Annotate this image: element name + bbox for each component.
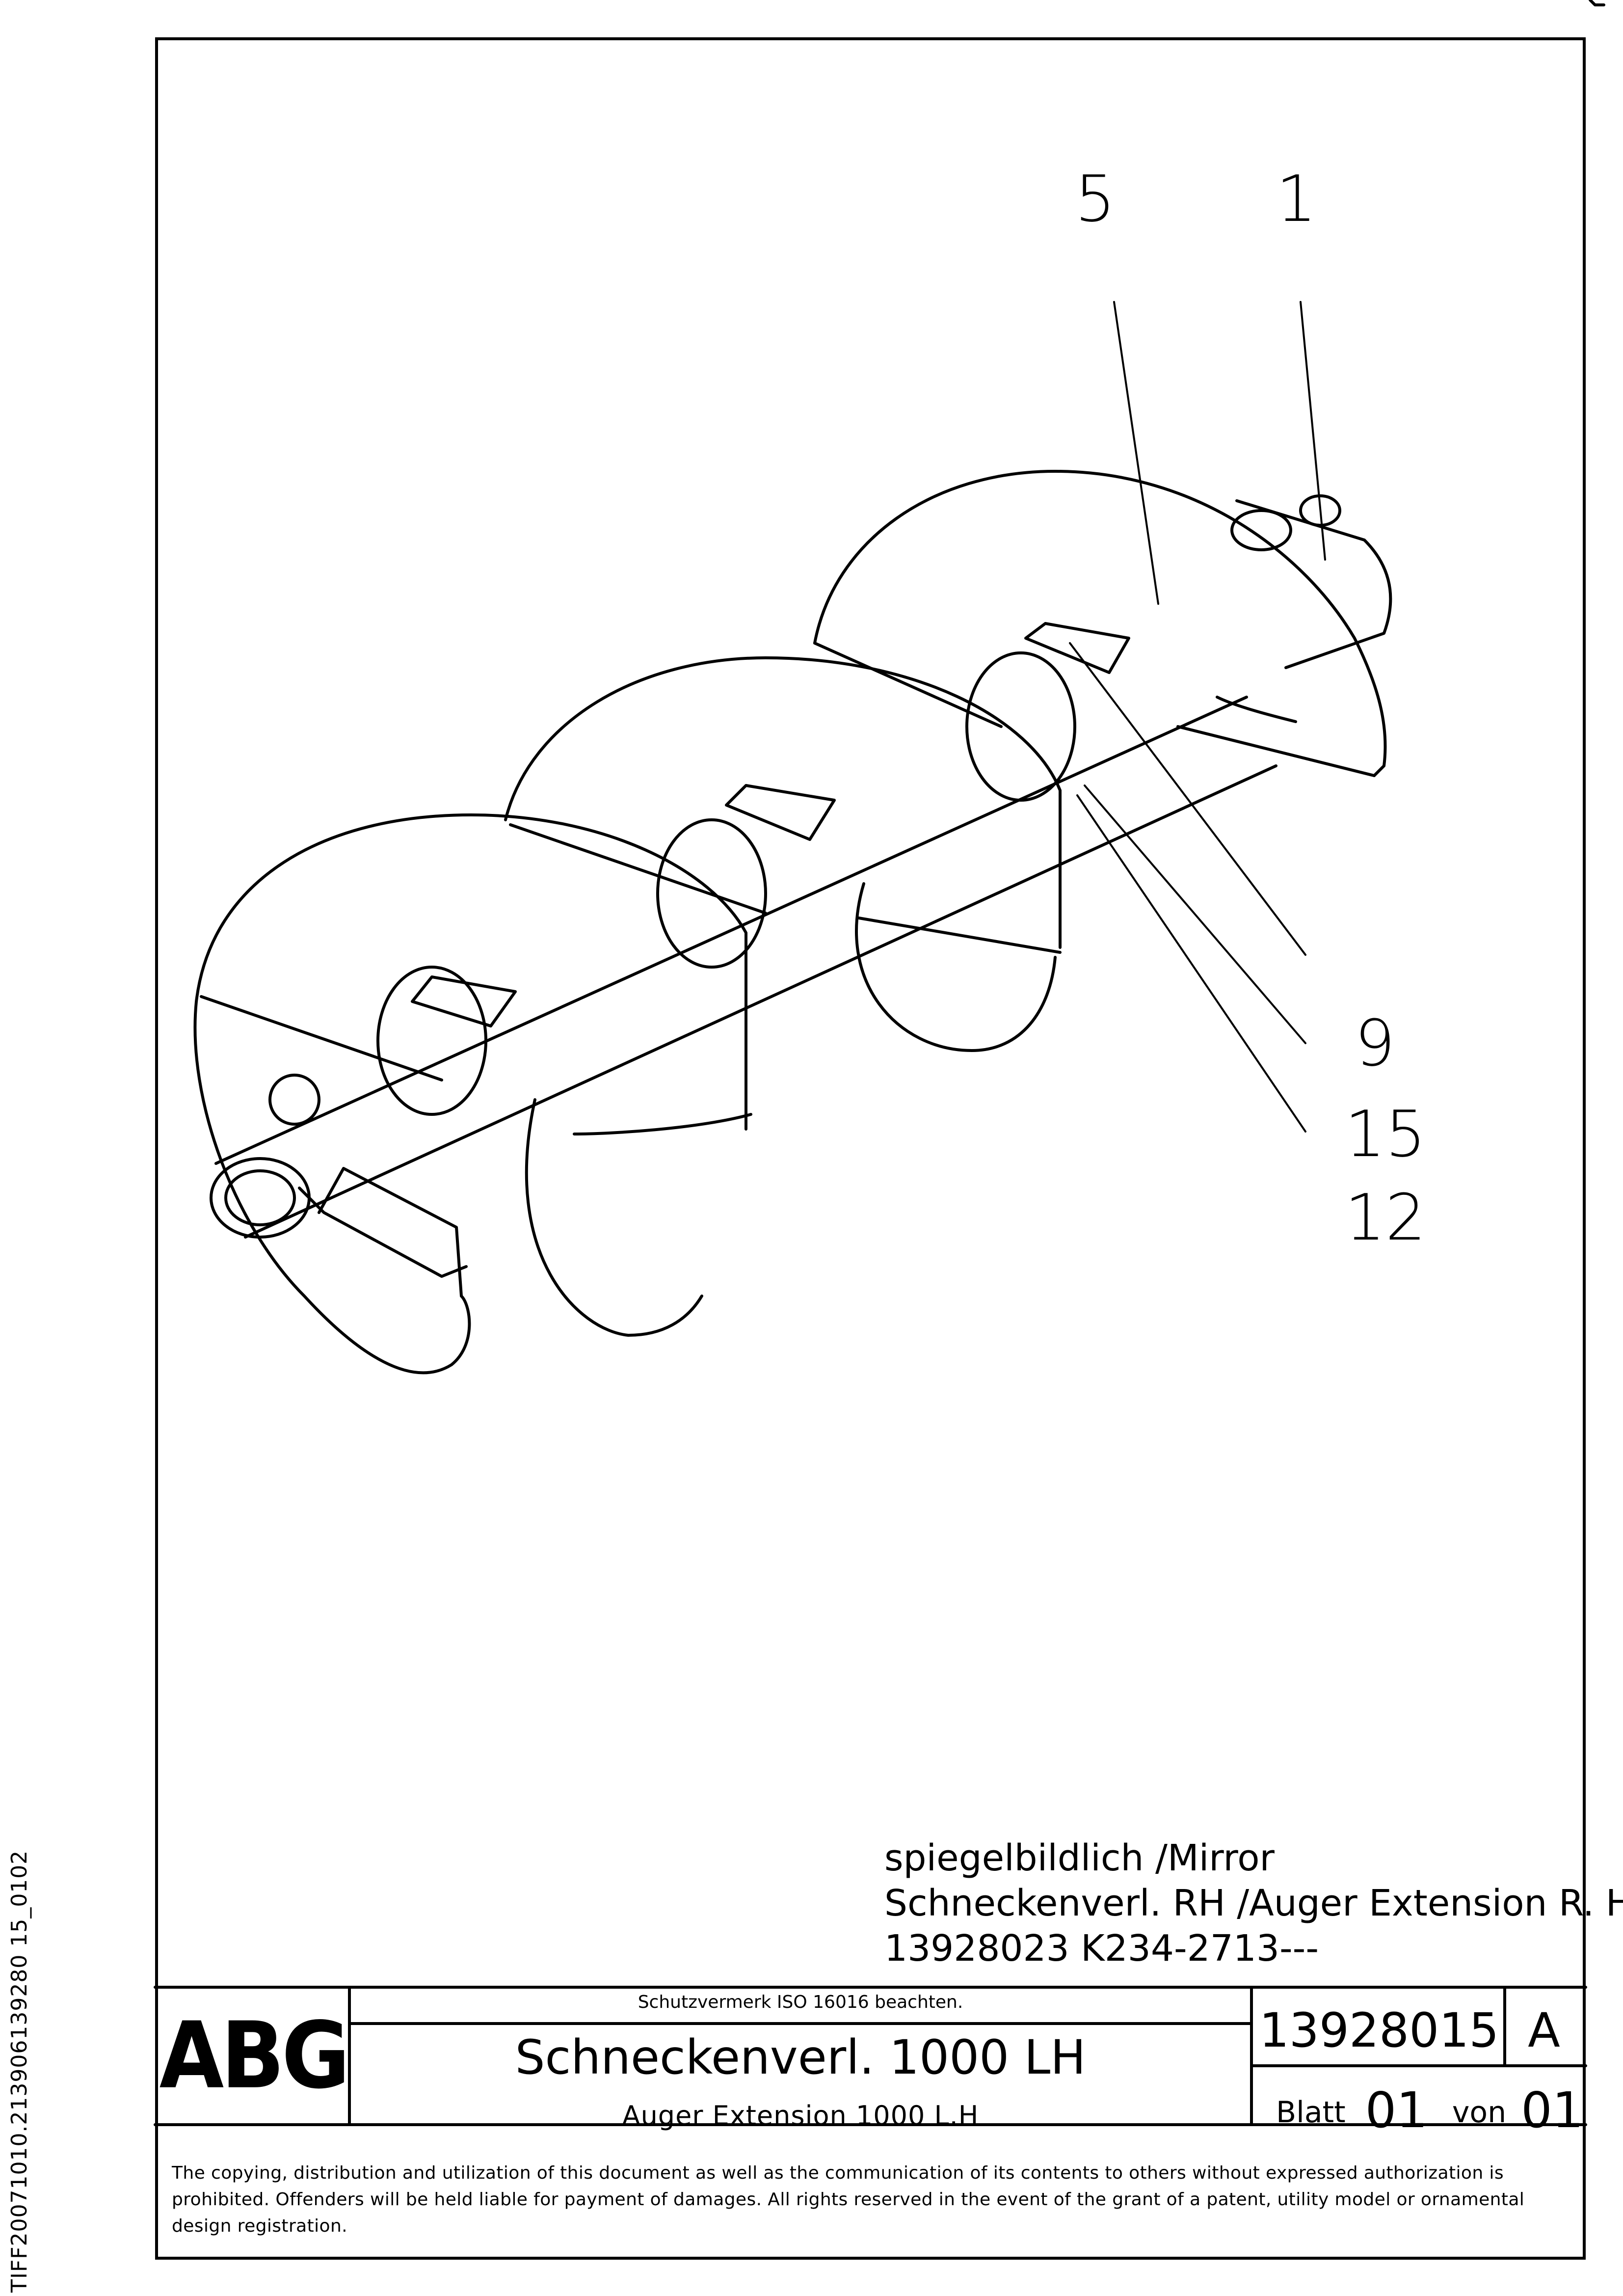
callout-5: 5 xyxy=(1075,162,1116,236)
title-block-lines xyxy=(154,1986,1587,2126)
leader-lines xyxy=(1069,301,1326,1133)
auger-flight-rear xyxy=(813,470,1387,777)
sheet-total: 01 xyxy=(1521,2081,1584,2139)
mirror-note: spiegelbildlich /Mirror xyxy=(884,1837,1275,1879)
drawing-frame xyxy=(155,37,1586,2260)
auger-clamps xyxy=(268,494,1341,1126)
abg-logo: ABG xyxy=(159,2002,350,2109)
callout-1: 1 xyxy=(1276,162,1317,236)
revision-letter: A xyxy=(1528,2003,1560,2058)
mirror-part-number: 13928023 K234-2713--- xyxy=(884,1927,1319,1970)
document-number: 13928015 xyxy=(1259,2003,1499,2058)
corner-mark xyxy=(1589,0,1605,6)
protection-note: Schutzvermerk ISO 16016 beachten. xyxy=(638,1992,963,2012)
sheet-label: Blatt xyxy=(1276,2095,1346,2130)
callout-9: 9 xyxy=(1355,1006,1395,1080)
sheet-info: Blatt 01 von 01 xyxy=(1276,2081,1583,2139)
drawing-title: Schneckenverl. 1000 LH xyxy=(515,2030,1086,2085)
copyright-notice: The copying, distribution and utilizatio… xyxy=(172,2163,1525,2236)
sheet-number: 01 xyxy=(1365,2081,1428,2139)
drawing-subtitle: Auger Extension 1000 L.H xyxy=(622,2100,979,2131)
auger-flight-middle xyxy=(504,656,1062,1052)
callout-15: 15 xyxy=(1345,1097,1426,1171)
auger-shaft xyxy=(210,499,1392,1239)
of-label: von xyxy=(1452,2095,1507,2130)
mirror-part-name: Schneckenverl. RH /Auger Extension R. H. xyxy=(884,1882,1623,1924)
callout-12: 12 xyxy=(1345,1180,1426,1255)
auger-flight-front xyxy=(193,813,752,1375)
